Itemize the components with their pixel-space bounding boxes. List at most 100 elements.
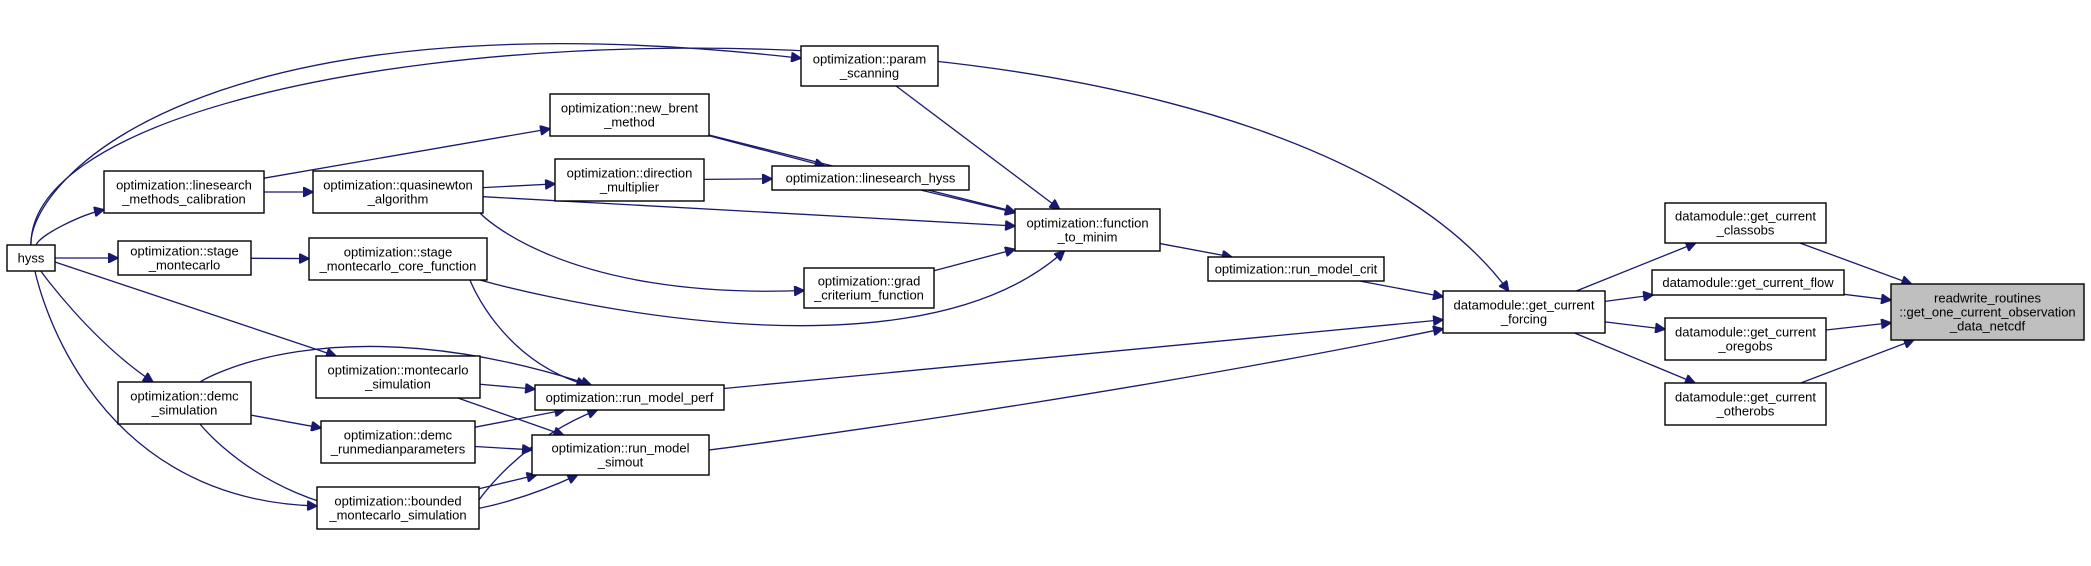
node-box xyxy=(1890,283,2085,341)
node-grad-criterium-function[interactable]: optimization::grad_criterium_function xyxy=(803,267,935,309)
edge-get_current_forcing-to-get_current_classobs xyxy=(1576,243,1695,292)
node-label: _methods_calibration xyxy=(121,192,246,207)
node-label: optimization::quasinewton xyxy=(323,178,473,193)
edge-bounded_montecarlo_simulation-to-run_model_perf xyxy=(478,410,597,501)
node-label: ::get_one_current_observation xyxy=(1899,305,2075,320)
node-label: optimization::run_model_perf xyxy=(546,390,714,405)
edge-get_current_forcing-to-get_current_flow xyxy=(1604,295,1653,302)
node-new-brent-method[interactable]: optimization::new_brent_method xyxy=(549,93,710,137)
node-direction-multiplier[interactable]: optimization::direction_multiplier xyxy=(554,158,705,202)
node-linesearch-methods-calibration[interactable]: optimization::linesearch_methods_calibra… xyxy=(103,170,265,214)
node-get-current-forcing[interactable]: datamodule::get_current_forcing xyxy=(1442,290,1606,334)
node-box xyxy=(1664,202,1827,244)
node-label: _simout xyxy=(597,455,644,470)
edge-run_model_crit-to-get_current_forcing xyxy=(1359,280,1443,297)
edge-hyss-to-montecarlo_simulation xyxy=(54,261,336,356)
node-get-current-otherobs[interactable]: datamodule::get_current_otherobs xyxy=(1664,382,1827,426)
node-run-model-crit[interactable]: optimization::run_model_crit xyxy=(1207,256,1385,282)
edge-montecarlo_simulation-to-run_model_perf xyxy=(479,384,535,389)
node-linesearch-hyss[interactable]: optimization::linesearch_hyss xyxy=(771,165,970,191)
node-box xyxy=(1442,290,1606,334)
node-label: _criterium_function xyxy=(813,288,924,303)
edge-stage_montecarlo_core_function-to-function_to_minim xyxy=(479,251,1064,327)
edge-linesearch_hyss-to-function_to_minim xyxy=(920,189,1015,213)
node-label: _classobs xyxy=(1716,223,1775,238)
edge-linesearch_methods_calibration-to-new_brent_method xyxy=(263,129,550,179)
node-montecarlo-simulation[interactable]: optimization::montecarlo_simulation xyxy=(315,355,481,399)
edge-param_scanning-to-function_to_minim xyxy=(895,85,1059,209)
edge-hyss-to-demc_simulation xyxy=(40,270,153,382)
node-label: _to_minim xyxy=(1057,230,1118,245)
edge-hyss-to-param_scanning xyxy=(30,43,801,246)
edge-demc_runmedianparameters-to-run_model_simout xyxy=(474,446,532,449)
node-box xyxy=(803,267,935,309)
node-stage-montecarlo-core-function[interactable]: optimization::stage_montecarlo_core_func… xyxy=(308,237,488,281)
node-demc-runmedianparameters[interactable]: optimization::demc_runmedianparameters xyxy=(320,420,476,464)
edge-get_current_forcing-to-get_current_oregobs xyxy=(1604,321,1665,329)
edge-stage_montecarlo_core_function-to-run_model_perf xyxy=(469,279,586,385)
edge-layer xyxy=(30,43,1914,517)
edge-quasinewton_algorithm-to-grad_criterium_function xyxy=(479,212,804,291)
edge-get_current_oregobs-to-get_one_current_observation_data_netcdf xyxy=(1825,323,1891,331)
edge-run_model_simout-to-get_current_forcing xyxy=(708,329,1443,451)
node-box xyxy=(1651,269,1845,296)
node-label: optimization::montecarlo xyxy=(328,363,469,378)
node-box xyxy=(1664,382,1827,426)
node-label: optimization::run_model xyxy=(551,441,689,456)
edge-get_current_flow-to-get_one_current_observation_data_netcdf xyxy=(1843,293,1891,300)
node-box xyxy=(6,244,56,272)
edge-grad_criterium_function-to-function_to_minim xyxy=(933,249,1015,272)
node-box xyxy=(308,237,488,281)
node-label: optimization::param xyxy=(813,52,926,67)
node-box xyxy=(117,381,252,425)
node-label: datamodule::get_current_flow xyxy=(1662,275,1834,290)
node-label: readwrite_routines xyxy=(1934,291,2041,306)
node-box xyxy=(800,45,939,87)
node-get-current-classobs[interactable]: datamodule::get_current_classobs xyxy=(1664,202,1827,244)
node-get-one-current-observation-data-netcdf[interactable]: readwrite_routines::get_one_current_obse… xyxy=(1890,283,2085,341)
node-box xyxy=(316,486,480,530)
node-label: _method xyxy=(603,115,655,130)
node-label: optimization::direction xyxy=(567,166,693,181)
node-label: _montecarlo_core_function xyxy=(319,259,477,274)
node-label: datamodule::get_current xyxy=(1675,325,1816,340)
node-box xyxy=(1207,256,1385,282)
edge-get_current_otherobs-to-get_one_current_observation_data_netcdf xyxy=(1800,340,1914,384)
edge-hyss-to-get_current_forcing xyxy=(30,47,1509,291)
node-param-scanning[interactable]: optimization::param_scanning xyxy=(800,45,939,87)
node-label: hyss xyxy=(18,251,45,266)
node-label: optimization::demc xyxy=(130,389,239,404)
node-run-model-perf[interactable]: optimization::run_model_perf xyxy=(534,384,725,411)
node-label: optimization::demc xyxy=(344,428,453,443)
node-box xyxy=(549,93,710,137)
node-demc-simulation[interactable]: optimization::demc_simulation xyxy=(117,381,252,425)
node-box xyxy=(312,170,484,214)
edge-get_current_classobs-to-get_one_current_observation_data_netcdf xyxy=(1799,242,1911,284)
node-label: optimization::new_brent xyxy=(561,101,699,116)
edge-demc_simulation-to-run_model_simout xyxy=(199,423,577,517)
node-label: _otherobs xyxy=(1716,404,1775,419)
node-run-model-simout[interactable]: optimization::run_model_simout xyxy=(531,434,710,476)
node-quasinewton-algorithm[interactable]: optimization::quasinewton_algorithm xyxy=(312,170,484,214)
node-label: optimization::grad xyxy=(818,274,921,289)
node-hyss[interactable]: hyss xyxy=(6,244,56,272)
node-label: datamodule::get_current xyxy=(1454,298,1595,313)
node-box xyxy=(320,420,476,464)
node-label: _data_netcdf xyxy=(1949,319,2026,334)
node-label: optimization::stage xyxy=(130,244,238,259)
edge-bounded_montecarlo_simulation-to-run_model_simout xyxy=(478,475,537,490)
node-get-current-flow[interactable]: datamodule::get_current_flow xyxy=(1651,269,1845,296)
node-box xyxy=(117,240,252,276)
node-label: _montecarlo_simulation xyxy=(328,508,466,523)
node-get-current-oregobs[interactable]: datamodule::get_current_oregobs xyxy=(1664,317,1827,361)
node-label: _algorithm xyxy=(367,192,429,207)
node-function-to-minim[interactable]: optimization::function_to_minim xyxy=(1014,208,1161,252)
edge-get_current_forcing-to-get_current_otherobs xyxy=(1574,332,1695,383)
node-bounded-montecarlo-simulation[interactable]: optimization::bounded_montecarlo_simulat… xyxy=(316,486,480,530)
node-label: _montecarlo xyxy=(148,258,221,273)
node-stage-montecarlo[interactable]: optimization::stage_montecarlo xyxy=(117,240,252,276)
edge-quasinewton_algorithm-to-direction_multiplier xyxy=(482,184,555,188)
edge-direction_multiplier-to-linesearch_hyss xyxy=(703,179,772,180)
node-label: _multiplier xyxy=(599,180,660,195)
